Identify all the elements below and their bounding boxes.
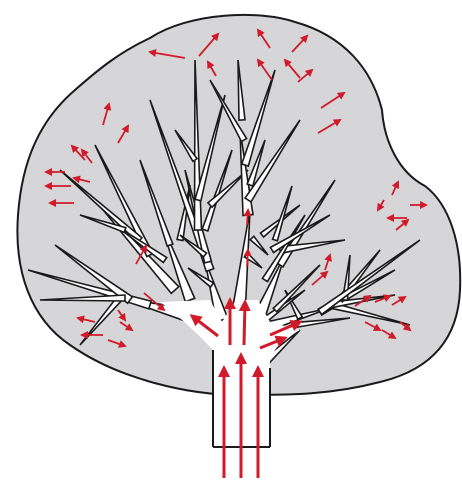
red-arrow-icon xyxy=(247,250,248,266)
red-arrow-icon xyxy=(247,210,248,225)
red-arrow-icon xyxy=(244,302,245,345)
